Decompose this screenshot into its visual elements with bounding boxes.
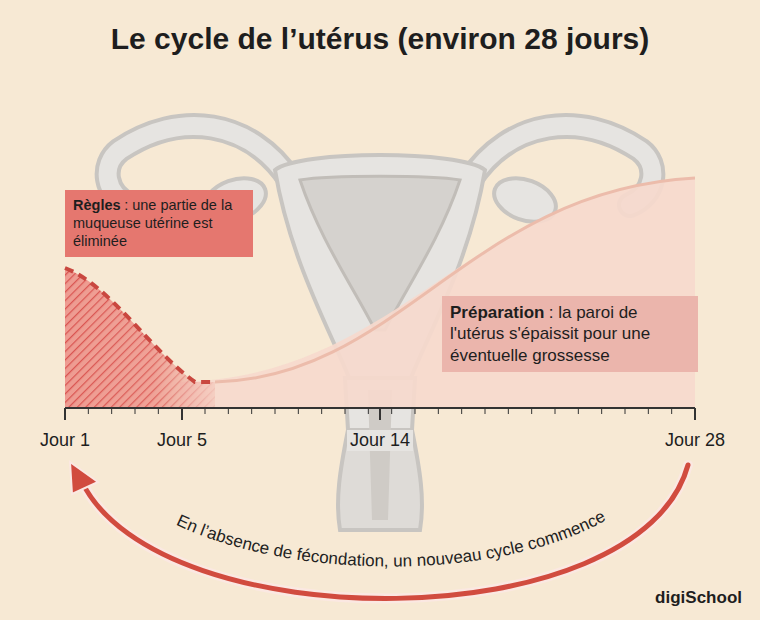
time-axis (65, 408, 695, 420)
day-label: Jour 5 (157, 430, 207, 451)
day-label: Jour 28 (665, 430, 725, 451)
day-label: Jour 14 (347, 430, 413, 451)
title: Le cycle de l’utérus (environ 28 jours) (0, 22, 760, 56)
box-heading: Préparation (450, 303, 544, 322)
cycle-note: En l’absence de fécondation, un nouveau … (174, 507, 609, 571)
day-label: Jour 1 (40, 430, 90, 451)
arrow-head (70, 462, 98, 494)
menstruation-area (65, 268, 215, 408)
preparation-box: Préparation: la paroi de l'utérus s'épai… (442, 296, 698, 372)
box-heading: Règles (73, 197, 121, 213)
cycle-note: En l’absence de fécondation, un nouveau … (174, 507, 609, 571)
watermark: digiSchool (655, 588, 742, 608)
cycle-arrow (82, 465, 688, 598)
cycle-arrow-outline (82, 465, 688, 598)
lining-area (180, 178, 695, 408)
menstruation-box: Règles: une partie de la muqueuse utérin… (65, 190, 253, 257)
menstruation-edge (65, 268, 215, 382)
